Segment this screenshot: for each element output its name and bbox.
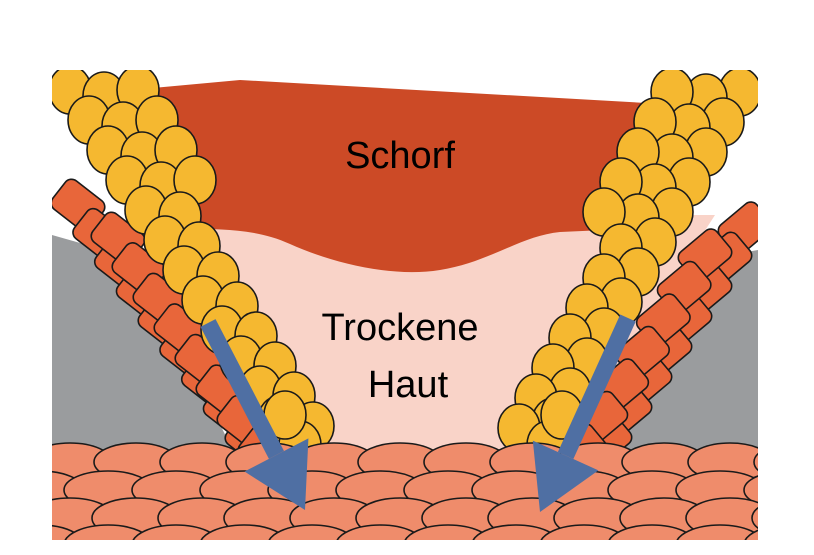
scab-label: Schorf (345, 135, 455, 177)
bottom-cell (336, 524, 424, 540)
gray-tissue-left (52, 235, 235, 455)
bottom-cell (751, 506, 758, 530)
dry-skin-label-line1: Trockene (322, 307, 479, 349)
bottom-cell (268, 524, 356, 540)
bottom-cell (753, 452, 758, 472)
bottom-cell (404, 524, 492, 540)
bottom-cell (132, 524, 220, 540)
arrow-down-right-icon (200, 319, 309, 510)
yellow-cells-right (497, 70, 758, 470)
orange-cells-left (52, 178, 293, 479)
arrow-down-left-icon (532, 314, 636, 512)
bottom-cell (744, 529, 758, 540)
bottom-cell (200, 524, 288, 540)
bottom-cell (743, 475, 758, 505)
yellow-cells-left (52, 70, 335, 470)
dry-skin-label-line2: Haut (368, 364, 449, 406)
bottom-cell (608, 524, 696, 540)
bottom-cell (472, 524, 560, 540)
bottom-cell (540, 524, 628, 540)
bottom-cell (64, 524, 152, 540)
bottom-cell-layer (52, 442, 758, 540)
bottom-cell (676, 524, 758, 540)
scab-region (110, 80, 700, 273)
